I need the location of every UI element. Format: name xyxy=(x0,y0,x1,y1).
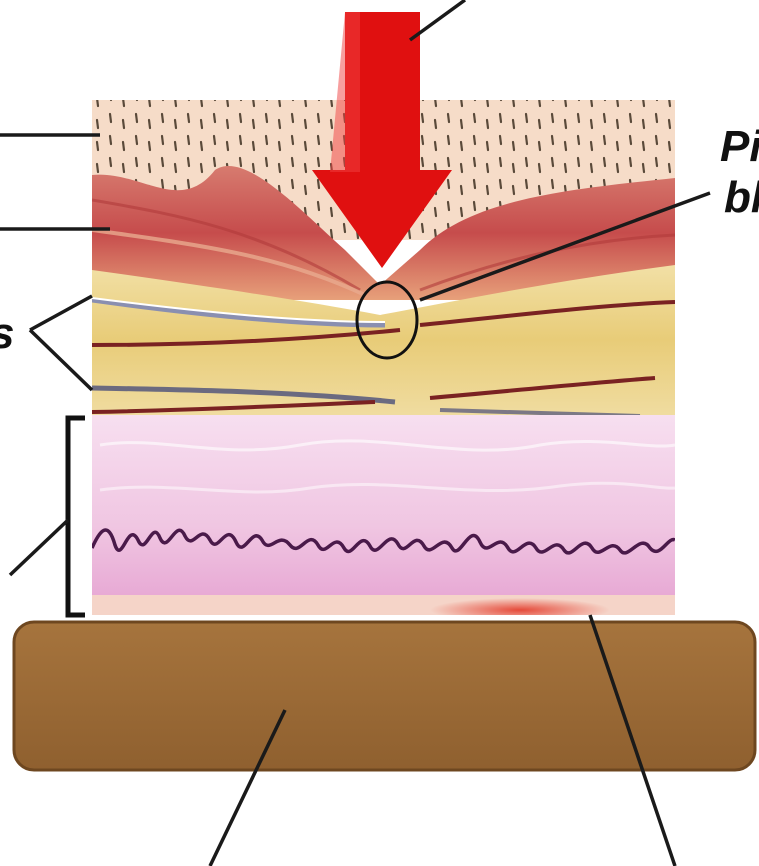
dermis-bracket xyxy=(68,418,85,615)
red-pressure-spot xyxy=(430,598,610,622)
label-left-mid: s xyxy=(0,309,14,358)
label-top-right-2: bl xyxy=(724,173,759,222)
label-top-right-1: Pi xyxy=(720,122,759,171)
support-surface xyxy=(14,622,755,770)
